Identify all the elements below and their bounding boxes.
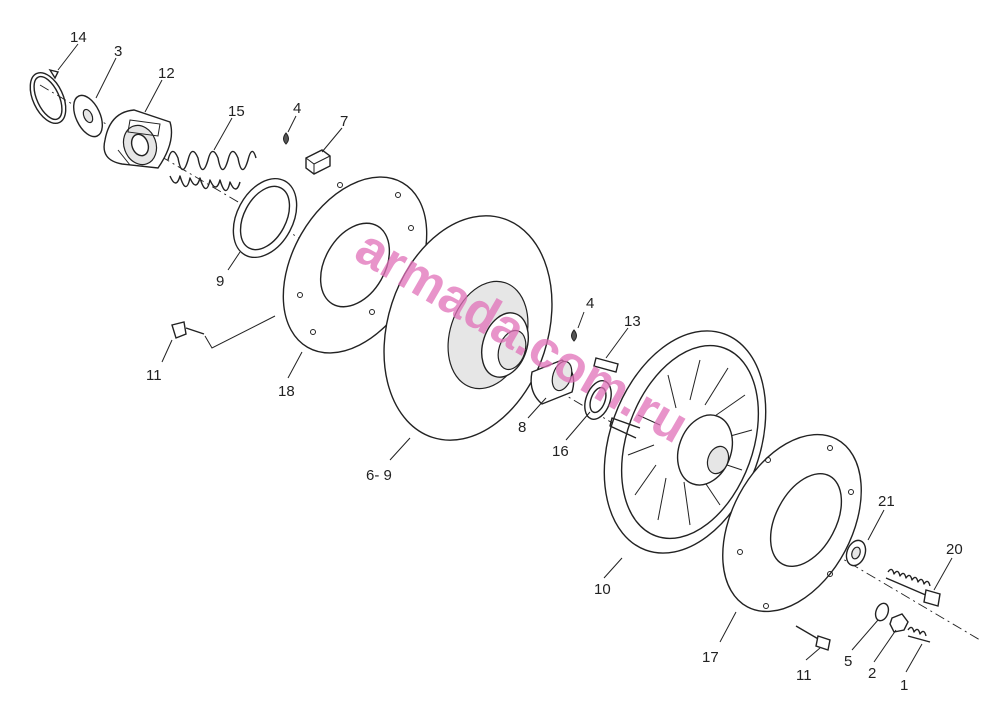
callout-17: 17: [702, 649, 719, 666]
key-part-7: [305, 149, 331, 175]
bolt-part-11-bottom: [795, 625, 831, 651]
callout-3: 3: [114, 43, 122, 60]
washer-part-16: [584, 380, 612, 420]
callout-4-mid: 4: [586, 295, 594, 312]
sleeve-part-8: [530, 359, 575, 405]
bolt-part-20: [885, 568, 941, 607]
callout-20: 20: [946, 541, 963, 558]
callout-11-bottom: 11: [796, 667, 812, 684]
fan-sheave-part-10: [603, 330, 767, 554]
callout-11-left: 11: [146, 367, 162, 384]
callout-15: 15: [228, 103, 245, 120]
callout-labels: 14 3 12 15 4 7 9 11 18 6- 9 4 13 8 16 10…: [70, 29, 963, 694]
callout-16: 16: [552, 443, 569, 460]
nut-part-2: [889, 613, 909, 633]
callout-8: 8: [518, 419, 526, 436]
callout-9: 9: [216, 273, 224, 290]
key-part-13: [593, 357, 619, 373]
leader-lines: [57, 43, 953, 673]
bolt-part-11-left: [171, 315, 276, 349]
grease-drop-icon: [283, 132, 289, 145]
callout-13: 13: [624, 313, 641, 330]
screw-part-1: [907, 626, 931, 643]
callout-21: 21: [878, 493, 895, 510]
callout-1: 1: [900, 677, 908, 694]
grease-drop-icon: [571, 329, 577, 342]
callout-7: 7: [340, 113, 348, 130]
bushing-ring-part-9: [232, 177, 298, 259]
callout-4-top: 4: [293, 100, 301, 117]
washer-part-21: [845, 539, 867, 567]
callout-6-9: 6- 9: [366, 467, 392, 484]
cover-plate-part-17: [722, 433, 862, 613]
spring-part-15: [167, 150, 257, 192]
callout-2: 2: [868, 665, 876, 682]
cam-part-12: [103, 109, 173, 169]
snap-ring-part-14: [29, 68, 67, 124]
sheave-part-6-9: [383, 215, 553, 441]
callout-10: 10: [594, 581, 611, 598]
callout-14: 14: [70, 29, 87, 46]
washer-part-5: [874, 602, 890, 622]
washer-part-3: [72, 94, 104, 138]
callout-12: 12: [158, 65, 175, 82]
callout-18: 18: [278, 383, 295, 400]
callout-5: 5: [844, 653, 852, 670]
